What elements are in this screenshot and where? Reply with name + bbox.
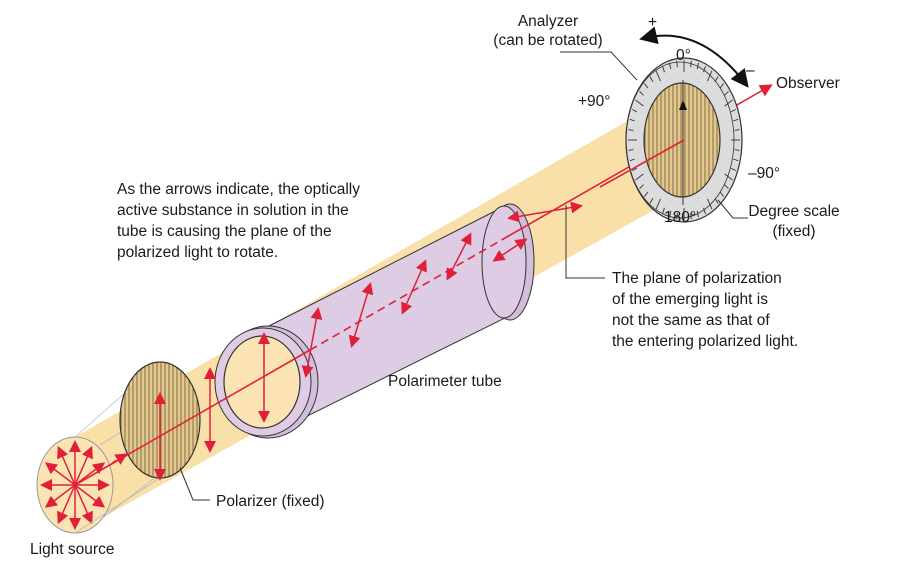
degree-tick bbox=[734, 149, 740, 151]
degree-tick bbox=[629, 118, 635, 122]
light-ray-arrow bbox=[74, 484, 93, 525]
svg-text:the entering polarized light.: the entering polarized light. bbox=[612, 333, 798, 350]
light-ray-arrow bbox=[44, 462, 76, 486]
degree-tick bbox=[730, 167, 736, 172]
light-ray-arrow bbox=[57, 445, 76, 486]
leader-lines bbox=[179, 51, 748, 501]
polarizer-label: Polarizer (fixed) bbox=[216, 493, 325, 510]
degree-scale-label: Degree scale bbox=[748, 203, 839, 220]
svg-text:not the same as that of: not the same as that of bbox=[612, 312, 770, 329]
degree-tick bbox=[639, 90, 644, 96]
degree-minus90-label: –90° bbox=[748, 165, 780, 182]
unpolarized-light-arrows bbox=[40, 440, 110, 530]
analyzer-label: Analyzer bbox=[518, 13, 578, 30]
degree-tick bbox=[632, 108, 638, 113]
light-source-label: Light source bbox=[30, 541, 114, 558]
degree-tick bbox=[676, 212, 678, 220]
light-ray-arrow bbox=[57, 484, 76, 525]
degree-tick bbox=[696, 210, 699, 218]
light-ray-arrow bbox=[74, 484, 106, 508]
svg-text:active substance in solution i: active substance in solution in the bbox=[117, 202, 349, 219]
svg-text:As the arrows indicate, the op: As the arrows indicate, the optically bbox=[117, 181, 360, 198]
degree-tick bbox=[703, 207, 706, 215]
degree-tick bbox=[707, 198, 713, 210]
observer-label: Observer bbox=[776, 75, 840, 92]
degree-tick bbox=[724, 184, 729, 190]
rotation-arrow bbox=[639, 26, 749, 88]
svg-text:The plane of polarization: The plane of polarization bbox=[612, 270, 782, 287]
degree-tick bbox=[724, 173, 733, 181]
analyzer[interactable] bbox=[643, 82, 721, 198]
degree-tick bbox=[629, 158, 635, 162]
tube-label: Polarimeter tube bbox=[388, 373, 502, 390]
degree-tick bbox=[635, 99, 644, 107]
degree-scale-sublabel: (fixed) bbox=[772, 223, 815, 240]
degree-tick bbox=[649, 198, 654, 204]
degree-tick bbox=[724, 99, 733, 107]
degree-tick bbox=[733, 158, 739, 162]
degree-tick bbox=[719, 191, 724, 197]
plus-label: + bbox=[648, 14, 657, 31]
degree-tick bbox=[632, 167, 638, 172]
svg-text:tube is causing the plane of t: tube is causing the plane of the bbox=[117, 223, 332, 240]
degree-tick bbox=[669, 210, 672, 218]
degree-tick bbox=[644, 191, 649, 197]
light-ray-arrow bbox=[74, 445, 93, 486]
degree-tick bbox=[628, 129, 634, 131]
svg-text:polarized light to rotate.: polarized light to rotate. bbox=[117, 244, 278, 261]
degree-tick bbox=[730, 108, 736, 113]
degree-tick bbox=[733, 118, 739, 122]
degree-tick bbox=[714, 198, 719, 204]
analyzer-sublabel: (can be rotated) bbox=[493, 32, 602, 49]
degree-tick bbox=[655, 198, 661, 210]
minus-label: – bbox=[746, 62, 755, 79]
degree-tick bbox=[724, 90, 729, 96]
polarization-arrows bbox=[204, 201, 583, 453]
degree-tick bbox=[628, 149, 634, 151]
degree-tick bbox=[639, 184, 644, 190]
degree-tick bbox=[662, 207, 665, 215]
svg-text:of the emerging light is: of the emerging light is bbox=[612, 291, 768, 308]
degree-tick bbox=[734, 129, 740, 131]
degree-plus90-label: +90° bbox=[578, 93, 611, 110]
degree-0-label: 0° bbox=[676, 47, 691, 64]
degree-tick bbox=[690, 212, 692, 220]
degree-tick bbox=[635, 173, 644, 181]
degree-180-label: 180° bbox=[664, 209, 696, 226]
plane-note: The plane of polarization of the emergin… bbox=[612, 270, 798, 350]
tube-window bbox=[223, 335, 301, 429]
arrows-note: As the arrows indicate, the optically ac… bbox=[117, 181, 360, 261]
light-ray-arrow bbox=[44, 484, 76, 508]
